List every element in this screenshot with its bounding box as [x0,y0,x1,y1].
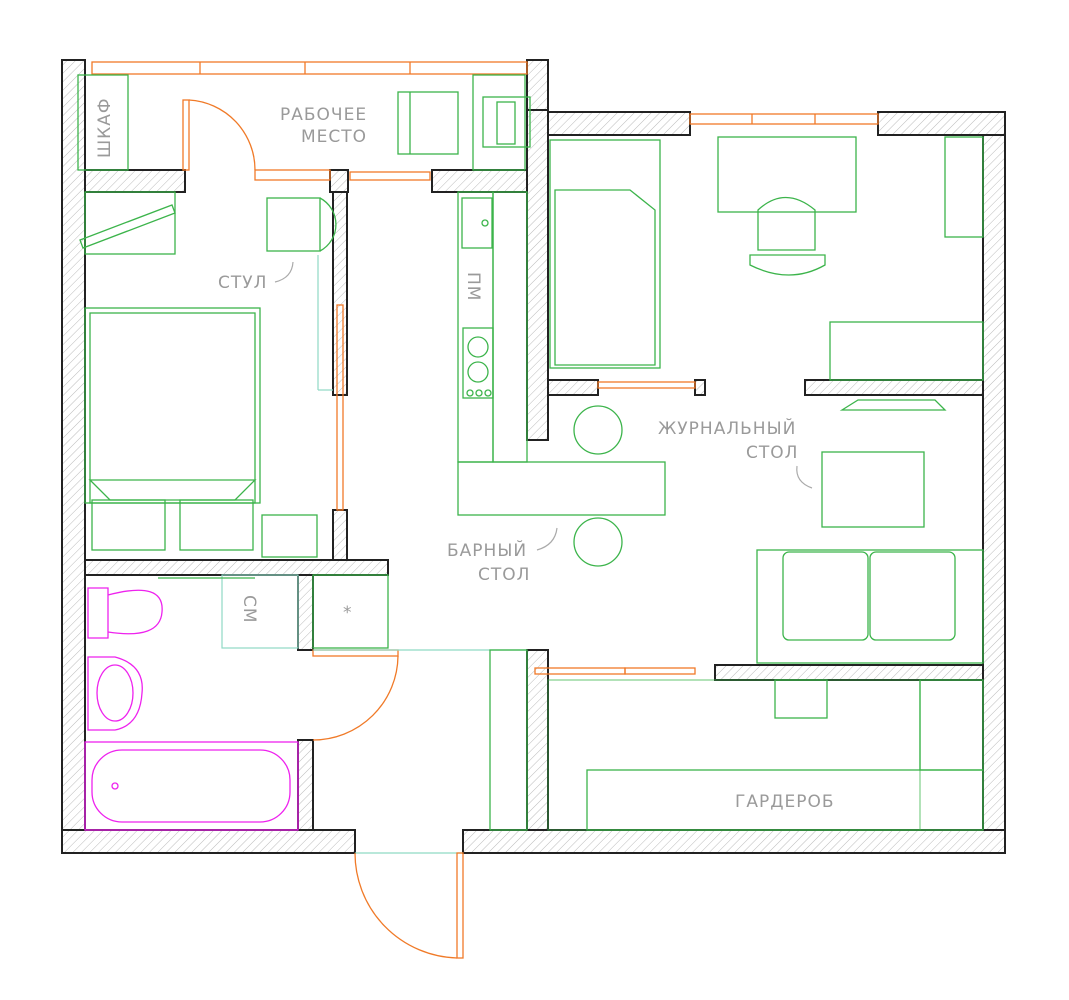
label-bar-table-1: БАРНЫЙ [447,539,527,561]
balcony-door [182,99,190,171]
label-washing-machine: СМ [239,595,259,624]
label-wardrobe-cabinet: ШКАФ [95,97,115,158]
label-asterisk: * [343,603,353,623]
bathroom-door [312,649,399,657]
toilet [87,587,163,639]
workplace-chair [397,91,459,155]
label-workplace-2: МЕСТО [301,127,367,147]
sliding-door [336,304,344,511]
desk [717,136,857,213]
furniture [77,74,984,831]
sofa [756,549,984,664]
walls [61,59,1006,854]
storage [312,574,389,649]
coffee-table [821,451,925,528]
chair [266,197,321,252]
label-dishwasher: ПМ [463,272,483,301]
label-walk-in-closet: ГАРДЕРОБ [735,792,835,812]
washing-machine [221,574,299,649]
bar-stool [573,517,623,567]
plumbing [84,587,299,831]
label-bar-table-2: СТОЛ [478,565,530,585]
label-workplace-1: РАБОЧЕЕ [280,105,367,125]
entrance-door [456,852,464,959]
tv [839,399,947,411]
single-bed [549,139,661,369]
bar-table [457,461,666,516]
bathtub [84,741,299,831]
office-chair [749,197,826,276]
bed [84,307,261,504]
workplace-desk [472,74,526,171]
label-chair: СТУЛ [218,273,267,293]
doors [182,99,696,959]
bar-stool [573,405,623,455]
label-coffee-table-1: ЖУРНАЛЬНЫЙ [658,417,796,439]
label-coffee-table-2: СТОЛ [746,443,798,463]
windows [91,61,879,181]
sink [87,656,143,731]
labels: ШКАФ РАБОЧЕЕ МЕСТО СТУЛ ПМ ЖУРНАЛЬНЫЙ СТ… [95,97,835,812]
